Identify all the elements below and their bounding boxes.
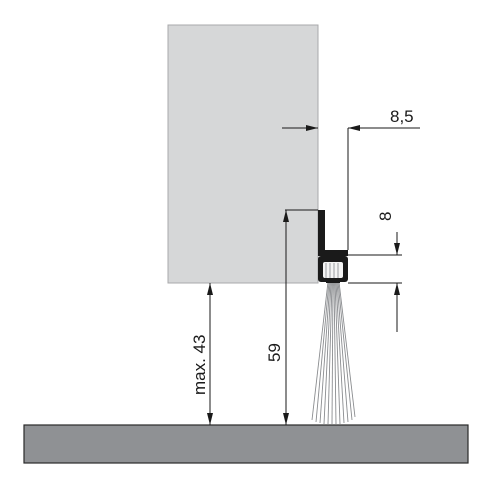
label-brush-length: 59 (265, 343, 284, 362)
dimension-brush-length (283, 209, 318, 425)
door-leaf (167, 24, 319, 284)
dimension-profile-height (348, 232, 402, 332)
label-max-gap: max. 43 (190, 335, 209, 395)
label-profile-height: 8 (376, 212, 395, 221)
dimension-profile-width (282, 125, 420, 250)
brush-bristles (311, 281, 356, 425)
dimension-max-gap (207, 283, 213, 425)
seal-profile (318, 210, 348, 283)
label-profile-width: 8,5 (390, 107, 414, 126)
floor (23, 424, 469, 464)
